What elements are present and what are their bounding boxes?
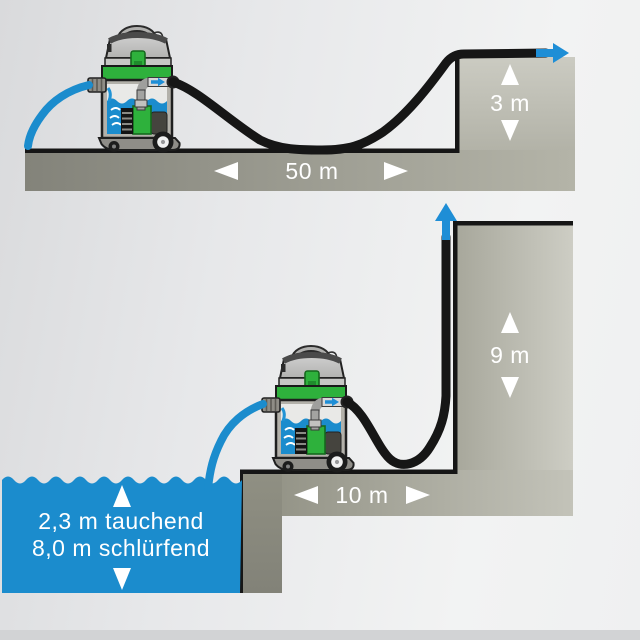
horizontal-distance-label: 50 m bbox=[285, 158, 338, 184]
suction-depth-line2: 8,0 m schlürfend bbox=[32, 535, 210, 561]
wall-9m-left-edge bbox=[453, 221, 458, 474]
upper-ground-platform bbox=[25, 150, 575, 191]
ledge-top-edge bbox=[240, 469, 457, 474]
flow-arrow-right-icon bbox=[536, 43, 569, 63]
suction-hose-top bbox=[24, 81, 93, 150]
bottom-scenario: 9 m 10 m 2,3 m tauchend 8,0 m schlürfend bbox=[2, 203, 573, 593]
wall-height-label: 3 m bbox=[490, 90, 530, 116]
horizontal-distance-label: 10 m bbox=[335, 482, 388, 508]
arrow-up-icon bbox=[113, 485, 131, 507]
arrow-down-icon bbox=[501, 377, 519, 398]
discharge-hose-top bbox=[168, 48, 551, 155]
arrow-down-icon bbox=[501, 120, 519, 141]
vacuum-machine-bottom bbox=[262, 349, 354, 473]
ground-baseline bbox=[0, 630, 640, 640]
distance-label-50m: 50 m bbox=[214, 158, 408, 184]
height-label-3m: 3 m bbox=[490, 64, 530, 141]
discharge-hose-bottom bbox=[342, 232, 451, 469]
arrow-right-icon bbox=[384, 162, 408, 180]
water-pool bbox=[2, 476, 242, 593]
vacuum-machine-top bbox=[88, 29, 180, 153]
arrow-down-icon bbox=[113, 568, 131, 590]
suction-hose-bottom bbox=[204, 400, 267, 492]
top-scenario: 3 m 50 m bbox=[24, 29, 575, 191]
pool-edge-column bbox=[240, 470, 282, 593]
platform-top-edge bbox=[25, 148, 459, 153]
arrow-up-icon bbox=[501, 64, 519, 85]
arrow-right-icon bbox=[406, 486, 430, 504]
suction-depth-label: 2,3 m tauchend 8,0 m schlürfend bbox=[32, 485, 210, 590]
arrow-up-icon bbox=[501, 312, 519, 333]
distance-label-10m: 10 m bbox=[294, 482, 430, 508]
height-label-9m: 9 m bbox=[490, 312, 530, 398]
upper-wall-3m bbox=[457, 57, 575, 152]
suction-depth-line1: 2,3 m tauchend bbox=[38, 508, 204, 534]
lower-wall-9m bbox=[455, 223, 573, 516]
wall-3m-left-edge bbox=[455, 57, 460, 153]
arrow-left-icon bbox=[294, 486, 318, 504]
flow-arrow-up-icon bbox=[435, 203, 457, 240]
pool-edge-line bbox=[240, 470, 243, 593]
wall-height-label: 9 m bbox=[490, 342, 530, 368]
arrow-left-icon bbox=[214, 162, 238, 180]
wall-9m-top-edge bbox=[453, 221, 573, 226]
